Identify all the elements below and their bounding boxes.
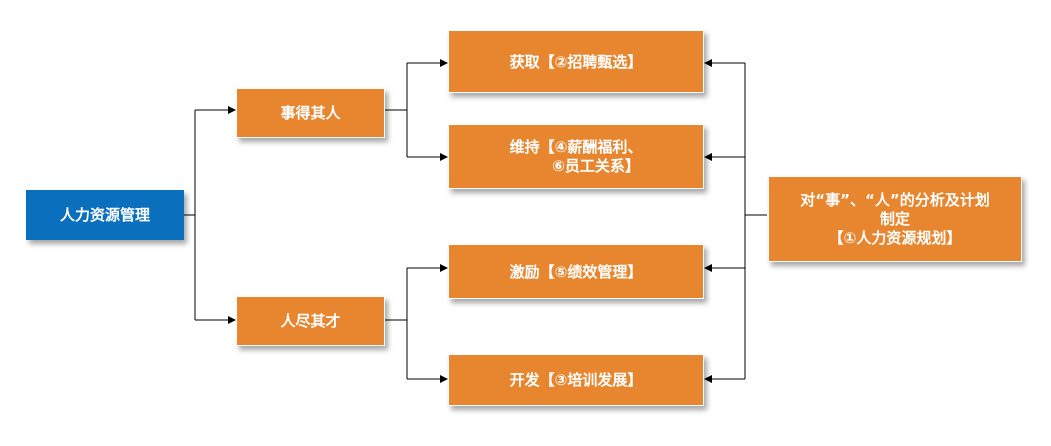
function-node-maintain: 维持【④薪酬福利、 ⑥员工关系】 [448,124,704,189]
branch2-connector [385,264,448,383]
root-connector [184,106,236,324]
root-label: 人力资源管理 [59,206,150,224]
planning-label-line2: 制定 [879,209,910,228]
branch-node-right-person: 事得其人 [236,88,385,138]
branch-label: 人尽其才 [280,312,341,330]
function-label-line2: ⑥员工关系】 [552,156,640,175]
branch-label: 事得其人 [280,104,341,122]
function-label: 获取【②招聘甄选】 [509,52,643,71]
branch-node-full-talent: 人尽其才 [236,296,385,346]
planning-label-line1: 对“事”、“人”的分析及计划 [800,190,990,209]
planning-node: 对“事”、“人”的分析及计划 制定 【①人力资源规划】 [768,176,1022,262]
function-node-motivate: 激励【⑤绩效管理】 [448,244,704,299]
branch1-connector [385,59,448,161]
function-label: 激励【⑤绩效管理】 [509,262,643,281]
planning-connector [704,59,767,383]
planning-label-line3: 【①人力资源规划】 [828,228,962,247]
function-label: 开发【③培训发展】 [509,371,643,389]
function-label-line1: 维持【④薪酬福利、 [509,137,643,156]
function-node-acquire: 获取【②招聘甄选】 [448,30,704,93]
root-node: 人力资源管理 [26,190,184,240]
function-node-develop: 开发【③培训发展】 [448,354,704,406]
